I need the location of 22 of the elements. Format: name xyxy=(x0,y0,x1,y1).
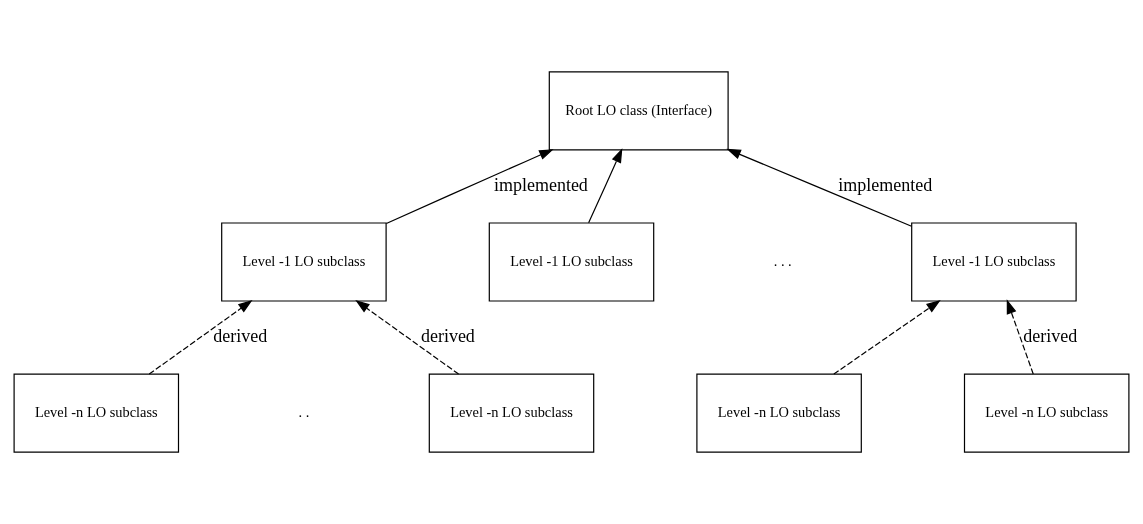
arrow xyxy=(355,300,460,375)
node-box: Level -1 LO subclass xyxy=(221,222,387,302)
arrow xyxy=(833,300,941,375)
arrow xyxy=(148,300,253,375)
arrow xyxy=(726,148,913,227)
node-box: Level -1 LO subclass xyxy=(911,222,1077,302)
label: . . xyxy=(298,403,310,420)
label: . . . xyxy=(773,252,792,269)
edge-label: implemented xyxy=(838,174,933,195)
edge-label: derived xyxy=(420,325,475,346)
arrow xyxy=(1006,299,1034,375)
arrow xyxy=(588,148,623,224)
edge-label: derived xyxy=(1023,325,1078,346)
node-box: Level -n LO subclass xyxy=(13,373,180,453)
node-box: Level -1 LO subclass xyxy=(488,222,655,302)
node-box: Level -n LO subclass xyxy=(963,373,1130,453)
node-box: Root LO class (Interface) xyxy=(548,71,729,151)
node-box: Level -n LO subclass xyxy=(428,373,595,453)
node-box: Level -n LO subclass xyxy=(696,373,862,453)
edge-label: implemented xyxy=(493,174,588,195)
edge-label: derived xyxy=(213,325,268,346)
arrow xyxy=(385,149,554,225)
